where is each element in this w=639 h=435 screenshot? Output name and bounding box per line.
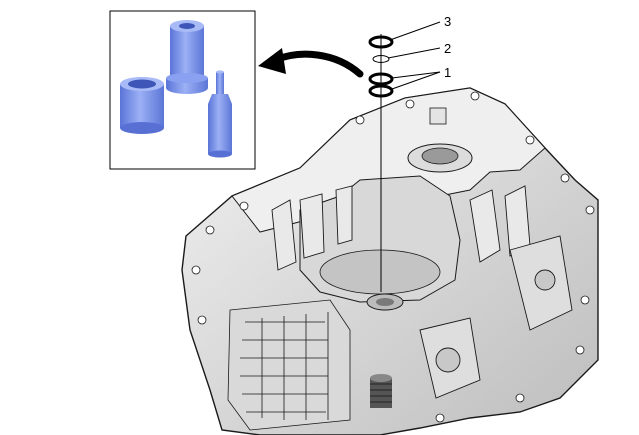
lower-spring-component [370,374,392,408]
seal-bore [366,293,404,311]
curved-arrow-left-icon [258,48,364,78]
callout-label-3: 3 [444,14,451,29]
seal-ring-3 [368,35,394,49]
tool-sleeve-short [120,77,164,134]
seal-stack [368,34,394,292]
seal-ring-1a [368,72,394,86]
transmission-housing [181,87,599,435]
flange-bolt-holes [191,91,595,423]
callout-label-1: 1 [444,65,451,80]
inset-tool-panel [109,10,256,170]
callout-label-2: 2 [444,41,451,56]
valve-body-area [227,299,351,431]
callout-leaders [387,21,441,90]
tool-sleeve-tall [166,20,208,94]
seal-ring-1b [368,84,394,98]
seal-ring-2 [372,55,390,63]
right-side-pockets [419,235,573,399]
tool-stepped-pin [208,70,232,158]
top-boss [407,107,473,173]
housing-ribs [271,185,531,271]
